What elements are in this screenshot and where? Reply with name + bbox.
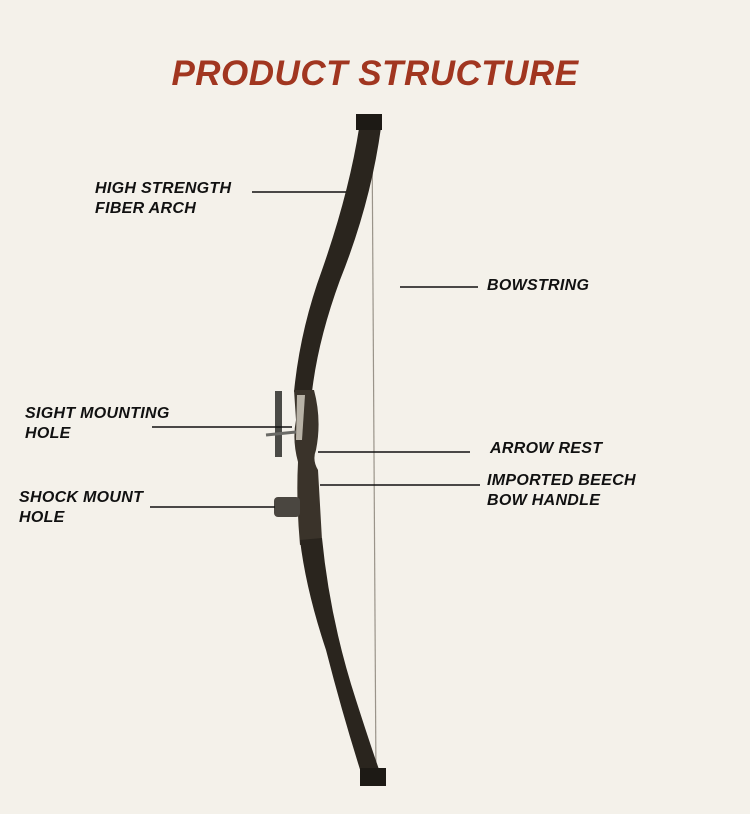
label-line: IMPORTED BEECH: [487, 472, 636, 489]
page-title: PRODUCT STRUCTURE: [171, 54, 579, 93]
label-handle: IMPORTED BEECH BOW HANDLE: [487, 471, 636, 511]
lower-tip: [360, 768, 386, 786]
label-line: HOLE: [19, 509, 65, 526]
label-line: HIGH STRENGTH: [95, 180, 232, 197]
lower-limb: [300, 538, 382, 782]
upper-limb: [294, 120, 382, 392]
label-arrow-rest: ARROW REST: [490, 439, 602, 459]
label-bowstring: BOWSTRING: [487, 276, 589, 296]
label-line: ARROW REST: [490, 440, 603, 457]
riser-highlight: [296, 395, 305, 440]
bowstring: [371, 127, 377, 781]
label-line: BOW HANDLE: [487, 492, 601, 509]
upper-tip: [356, 114, 382, 130]
label-line: FIBER ARCH: [95, 200, 197, 217]
label-shock-hole: SHOCK MOUNT HOLE: [19, 488, 143, 528]
label-fiber-arch: HIGH STRENGTH FIBER ARCH: [95, 179, 231, 219]
label-line: HOLE: [25, 425, 71, 442]
label-line: SHOCK MOUNT: [19, 489, 144, 506]
sight-pin: [265, 430, 297, 437]
label-line: BOWSTRING: [487, 277, 590, 294]
label-line: SIGHT MOUNTING: [25, 405, 170, 422]
label-sight-hole: SIGHT MOUNTING HOLE: [25, 404, 170, 444]
shock-mount: [274, 497, 300, 517]
sight-bar: [275, 391, 282, 457]
